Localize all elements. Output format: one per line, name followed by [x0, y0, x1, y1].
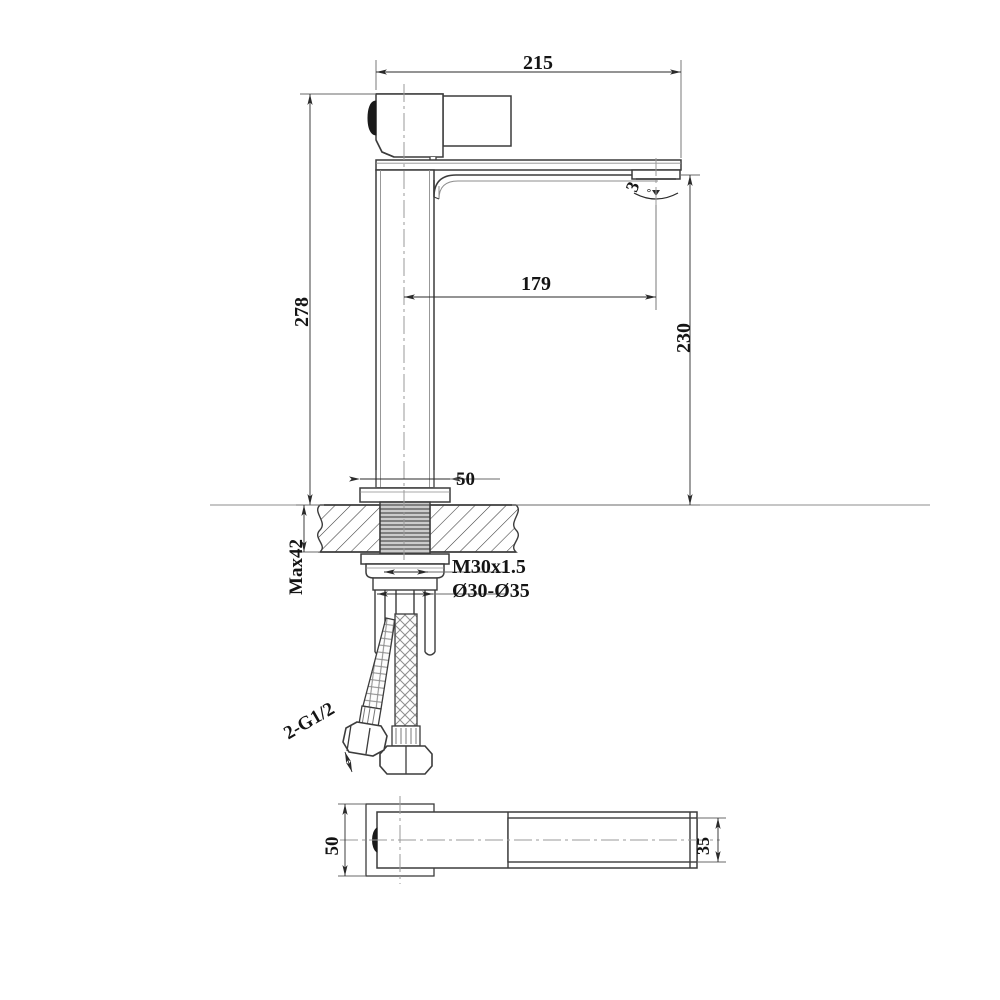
dimension-label-spout-width: 35: [693, 837, 713, 855]
threaded-shank: [379, 501, 431, 555]
handle-lever: [367, 93, 512, 163]
internal-waterway-tube: [433, 174, 658, 200]
dimension-label-base-width: 50: [322, 837, 343, 856]
braided-hose-vertical: [379, 613, 433, 775]
dimension-label-spout-reach: 179: [521, 273, 551, 295]
dimension-lines: [296, 60, 726, 877]
braided-hose-angled: [342, 617, 396, 757]
dimension-label-overall-height: 278: [291, 297, 313, 327]
dimension-label-counter-thickness: Max42: [286, 539, 307, 595]
countertop-section: [210, 504, 930, 553]
faucet-body-column: [375, 169, 435, 489]
annotation-thread-spec: M30x1.5: [452, 556, 526, 578]
spout-top-bar: [375, 159, 682, 171]
centerlines: [340, 84, 720, 884]
annotation-aerator-angle-degree-symbol: °: [647, 187, 651, 199]
dimension-label-body-width: 50: [456, 469, 475, 490]
dimension-label-overall-reach: 215: [523, 52, 553, 74]
annotation-hole-spec: Ø30-Ø35: [452, 580, 530, 602]
dimension-label-spout-height: 230: [673, 323, 695, 353]
annotation-inlet-spec: 2-G1/2: [280, 698, 338, 744]
deck-escutcheon: [359, 487, 451, 503]
